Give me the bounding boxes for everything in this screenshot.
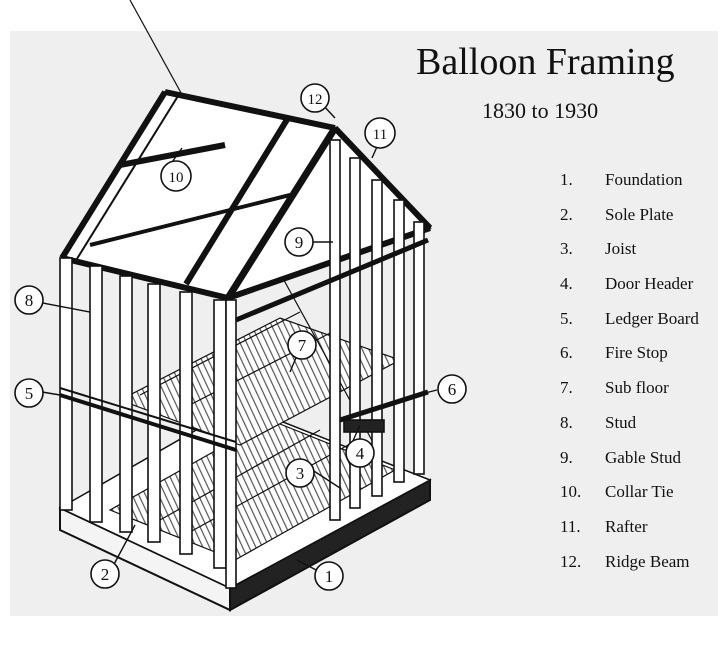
legend-label: Sole Plate [605,204,674,224]
svg-text:5: 5 [25,384,34,403]
legend-number: 1. [560,170,573,189]
callout-7: 7 [287,330,317,360]
legend-label: Foundation [605,170,683,189]
callout-8: 8 [14,285,44,315]
svg-text:6: 6 [448,380,457,399]
legend-label: Collar Tie [605,482,674,502]
callout-10: 10 [160,160,192,192]
diagram-title: Balloon Framing [416,41,675,83]
legend-label: Gable Stud [605,447,682,467]
legend-number: 3. [560,239,573,259]
callout-6: 6 [437,374,467,404]
legend-number: 9. [560,447,573,467]
legend-label: Door Header [605,274,694,294]
side-wall-studs [235,139,429,521]
svg-text:1: 1 [325,567,334,586]
svg-text:2: 2 [101,565,110,584]
svg-text:3: 3 [296,464,305,483]
svg-text:8: 8 [25,291,34,310]
legend-number: 5. [560,308,573,328]
callout-3: 3 [285,458,315,488]
legend-number: 10. [560,482,582,502]
front-wall-studs [59,257,237,589]
svg-text:11: 11 [373,127,387,143]
legend-number: 2. [560,204,573,224]
callout-11: 11 [364,117,396,149]
svg-text:12: 12 [308,92,323,108]
svg-text:9: 9 [295,233,304,252]
legend-number: 6. [560,343,573,363]
legend-number: 12. [560,551,582,571]
svg-text:10: 10 [169,170,184,186]
callout-5: 5 [14,378,44,408]
callout-4: 4 [345,438,375,468]
legend-label: Joist [605,239,637,259]
legend-label: Rafter [605,516,648,536]
legend-label: Ledger Board [605,308,699,328]
callout-9: 9 [284,227,314,257]
svg-text:4: 4 [356,444,365,463]
legend-number: 4. [560,274,573,294]
ledger-board [59,387,237,452]
legend-number: 8. [560,412,573,432]
legend-number: 7. [560,378,573,398]
legend-number: 11. [560,516,581,536]
roof-framing [59,89,433,301]
diagram-subtitle: 1830 to 1930 [482,98,599,123]
legend-label: Ridge Beam [605,551,690,571]
callout-1: 1 [314,561,344,591]
callout-2: 2 [90,559,120,589]
legend-label: Stud [605,412,637,432]
legend-label: Sub floor [605,378,669,398]
svg-text:7: 7 [298,336,307,355]
legend-label: Fire Stop [605,343,668,363]
callout-12: 12 [300,83,330,113]
